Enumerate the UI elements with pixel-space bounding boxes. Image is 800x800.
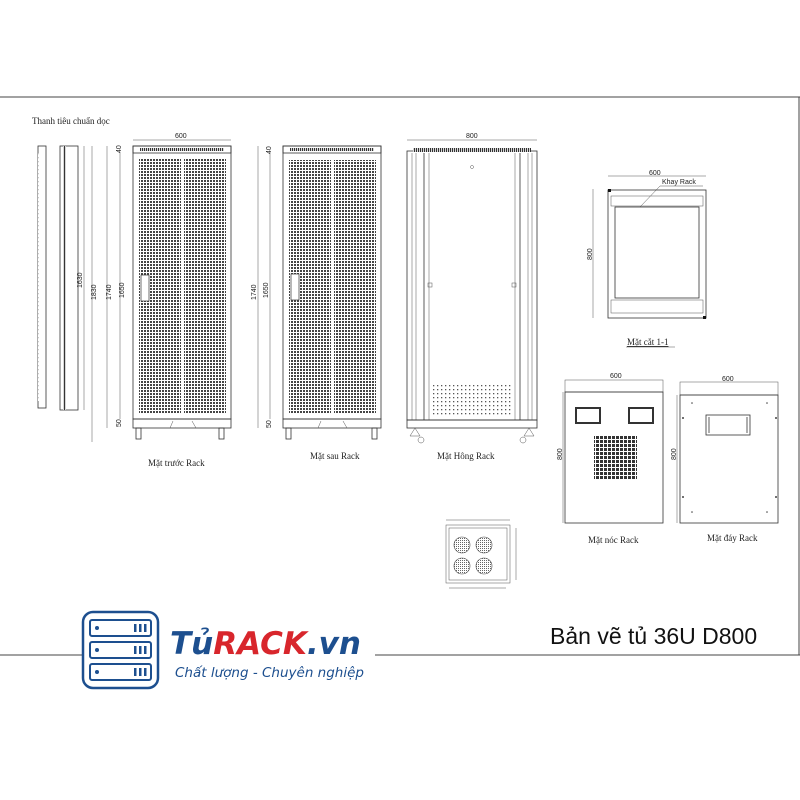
bottom-view: 600 800 Mặt đáy Rack <box>671 376 779 543</box>
dim-body-height: 1740 <box>106 284 113 300</box>
dim-rear-inner-height: 1650 <box>263 282 270 298</box>
drawing-title: Bản vẽ tủ 36U D800 <box>550 623 757 649</box>
label-top-view: Mặt nóc Rack <box>588 535 639 545</box>
brand-slogan: Chất lượng - Chuyên nghiệp <box>175 665 364 681</box>
label-section-view: Mặt cắt 1-1 <box>627 337 668 347</box>
label-rear-view: Mặt sau Rack <box>310 451 360 461</box>
section-view: 600 Khay Rack 800 Mặt cắt 1-1 <box>587 170 707 348</box>
fan-icon <box>475 536 493 554</box>
sheet-border <box>0 96 800 656</box>
dim-top-depth: 800 <box>557 448 564 460</box>
dim-rear-top-gap: 40 <box>266 146 273 154</box>
dim-section-depth: 800 <box>587 248 594 260</box>
turack-logo: TủRACK.vn Chất lượng - Chuyên nghiệp <box>81 610 364 690</box>
fan-icon <box>453 557 471 575</box>
fan-tray-view <box>445 519 517 589</box>
door-handle-icon <box>140 274 150 302</box>
dim-total-height: 1830 <box>91 284 98 300</box>
side-view: 800 Mặt Hông Rack <box>406 133 538 461</box>
rail-label: Thanh tiêu chuẩn dọc <box>32 116 110 126</box>
dim-rear-bottom-gap: 50 <box>266 420 273 428</box>
label-side-view: Mặt Hông Rack <box>437 451 495 461</box>
dim-rear-body-height: 1740 <box>251 284 258 300</box>
label-front-view: Mặt trước Rack <box>148 458 205 468</box>
server-icon <box>89 619 152 681</box>
brand-name: TủRACK.vn <box>170 626 361 662</box>
dim-rail-height: 1630 <box>77 272 84 288</box>
dim-section-width: 600 <box>649 170 661 177</box>
dim-top-width: 600 <box>610 373 622 380</box>
fan-icon <box>453 536 471 554</box>
rear-view: 1740 1650 40 50 Mặt sau Rack <box>251 145 382 461</box>
dim-depth: 800 <box>466 133 478 140</box>
top-view: 600 800 Mặt nóc Rack <box>557 373 664 545</box>
dim-bottom-width: 600 <box>722 376 734 383</box>
dim-top-gap: 40 <box>116 145 123 153</box>
vertical-rails: 1630 <box>37 145 85 411</box>
label-bottom-view: Mặt đáy Rack <box>707 533 758 543</box>
front-view: 600 1830 1740 1650 40 50 Mặt trước Rack <box>91 133 232 468</box>
dim-width: 600 <box>175 133 187 140</box>
dim-inner-height: 1650 <box>119 282 126 298</box>
dim-bottom-gap: 50 <box>116 419 123 427</box>
tray-label: Khay Rack <box>662 179 696 186</box>
door-handle-icon <box>290 273 300 301</box>
fan-icon <box>475 557 493 575</box>
dim-bottom-depth: 800 <box>671 448 678 460</box>
